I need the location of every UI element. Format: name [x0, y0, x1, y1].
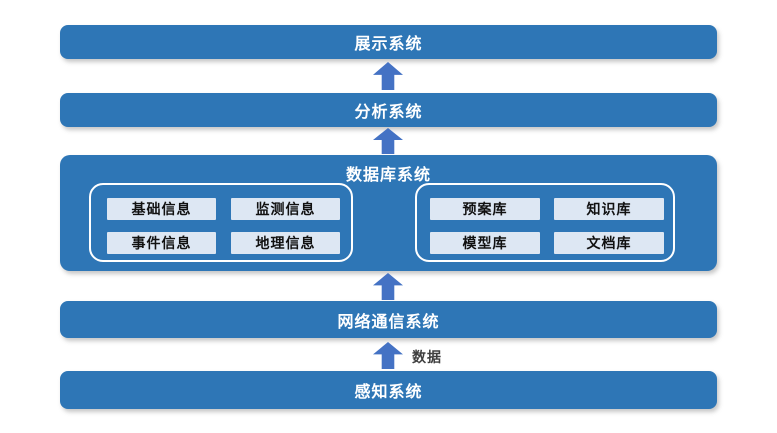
- database-library-group: 预案库 知识库 模型库 文档库: [415, 183, 675, 262]
- arrow-up-icon: [373, 128, 403, 154]
- layer-box-display-system: 展示系统: [60, 25, 717, 59]
- chip-event-info: 事件信息: [107, 232, 216, 254]
- database-system-title: 数据库系统: [345, 167, 431, 184]
- database-info-group: 基础信息 监测信息 事件信息 地理信息: [89, 183, 353, 262]
- arrow-up-icon: [373, 273, 403, 300]
- chip-model-library: 模型库: [430, 232, 540, 254]
- layer-label: 网络通信系统: [337, 313, 440, 331]
- layer-box-network-system: 网络通信系统: [60, 301, 717, 338]
- arrow-up-icon: [373, 342, 403, 369]
- layer-box-perception-system: 感知系统: [60, 371, 717, 409]
- layer-label: 展示系统: [354, 36, 423, 53]
- layer-box-database-system: 数据库系统 基础信息 监测信息 事件信息 地理信息 预案库 知识库 模型库 文档…: [60, 155, 717, 271]
- chip-geo-info: 地理信息: [231, 232, 340, 254]
- chip-knowledge-library: 知识库: [554, 198, 664, 220]
- arrow-up-icon: [373, 62, 403, 90]
- layer-label: 分析系统: [354, 104, 423, 121]
- data-flow-label: 数据: [412, 349, 442, 365]
- chip-document-library: 文档库: [554, 232, 664, 254]
- chip-monitor-info: 监测信息: [231, 198, 340, 220]
- layer-label: 感知系统: [354, 384, 423, 401]
- layer-box-analysis-system: 分析系统: [60, 93, 717, 127]
- chip-basic-info: 基础信息: [107, 198, 216, 220]
- chip-plan-library: 预案库: [430, 198, 540, 220]
